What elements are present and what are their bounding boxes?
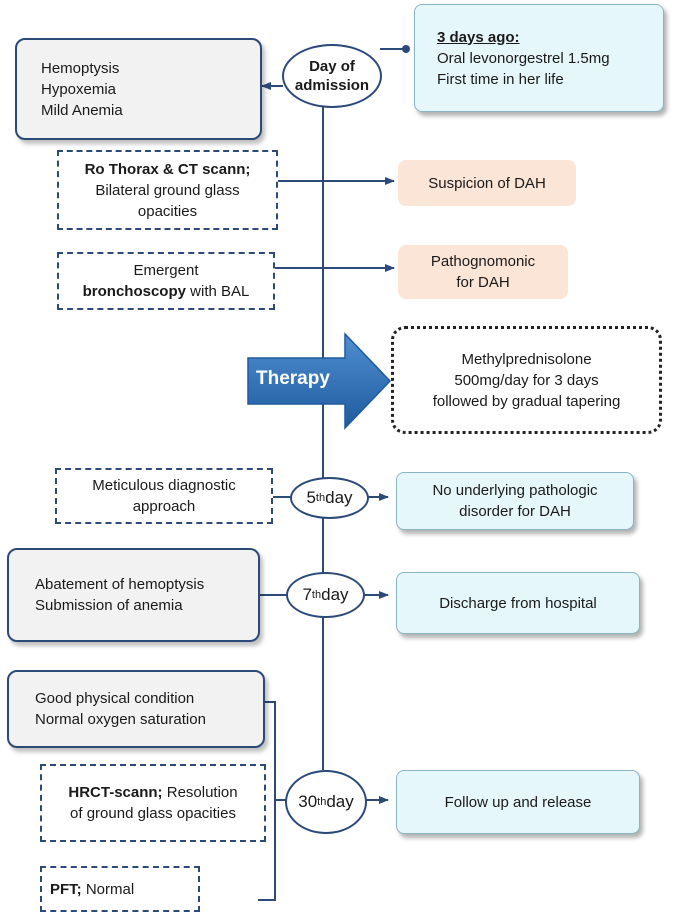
bronchoscopy-rest: with BAL — [185, 283, 250, 300]
imaging-line3: opacities — [137, 202, 198, 220]
diagnostic-approach-box: Meticulous diagnostic approach — [55, 468, 273, 524]
suspicion-text: Suspicion of DAH — [428, 174, 546, 192]
admission-line1: Day of — [309, 58, 355, 75]
pft-bold: PFT; — [50, 880, 82, 898]
history-box: 3 days ago: Oral levonorgestrel 1.5mg Fi… — [414, 4, 664, 112]
suspicion-box: Suspicion of DAH — [398, 160, 576, 206]
abatement-box: Abatement of hemoptysis Submission of an… — [7, 548, 260, 642]
therapy-details-box: Methylprednisolone 500mg/day for 3 days … — [391, 326, 662, 434]
therapy-line: Methylprednisolone — [461, 350, 592, 368]
therapy-line: 500mg/day for 3 days — [454, 371, 599, 389]
symptom-item: Hypoxemia — [41, 80, 117, 98]
discharge-box: Discharge from hospital — [396, 572, 640, 634]
imaging-line2: Bilateral ground glass — [95, 181, 240, 199]
hrct-box: HRCT-scann; Resolution of ground glass o… — [40, 764, 266, 842]
pathognomonic-line2: for DAH — [456, 274, 510, 291]
bronchoscopy-bold: bronchoscopy — [82, 283, 186, 300]
therapy-line: followed by gradual tapering — [432, 392, 621, 410]
good-condition-box: Good physical condition Normal oxygen sa… — [7, 670, 265, 748]
history-line2: First time in her life — [437, 70, 564, 88]
history-line1: Oral levonorgestrel 1.5mg — [437, 49, 610, 67]
admission-line2: admission — [294, 77, 370, 94]
bronchoscopy-box: Emergent bronchoscopy with BAL — [57, 252, 275, 310]
day-of-admission-node: Day of admission — [282, 44, 382, 108]
imaging-title: Ro Thorax & CT scann; — [84, 160, 251, 178]
therapy-arrow — [247, 332, 392, 430]
no-underlying-disorder-box: No underlying pathologic disorder for DA… — [396, 472, 634, 530]
follow-up-box: Follow up and release — [396, 770, 640, 834]
bronchoscopy-line1: Emergent — [133, 262, 199, 279]
therapy-label: Therapy — [256, 368, 330, 389]
history-title: 3 days ago: — [437, 28, 520, 46]
symptom-item: Mild Anemia — [41, 101, 123, 119]
pft-box: PFT; Normal — [40, 866, 200, 912]
imaging-box: Ro Thorax & CT scann; Bilateral ground g… — [57, 150, 278, 230]
pathognomonic-line1: Pathognomonic — [430, 253, 536, 270]
symptoms-box: Hemoptysis Hypoxemia Mild Anemia — [15, 38, 262, 140]
pathognomonic-box: Pathognomonic for DAH — [398, 245, 568, 299]
symptom-item: Hemoptysis — [41, 59, 120, 77]
hrct-bold: HRCT-scann; — [68, 784, 163, 801]
